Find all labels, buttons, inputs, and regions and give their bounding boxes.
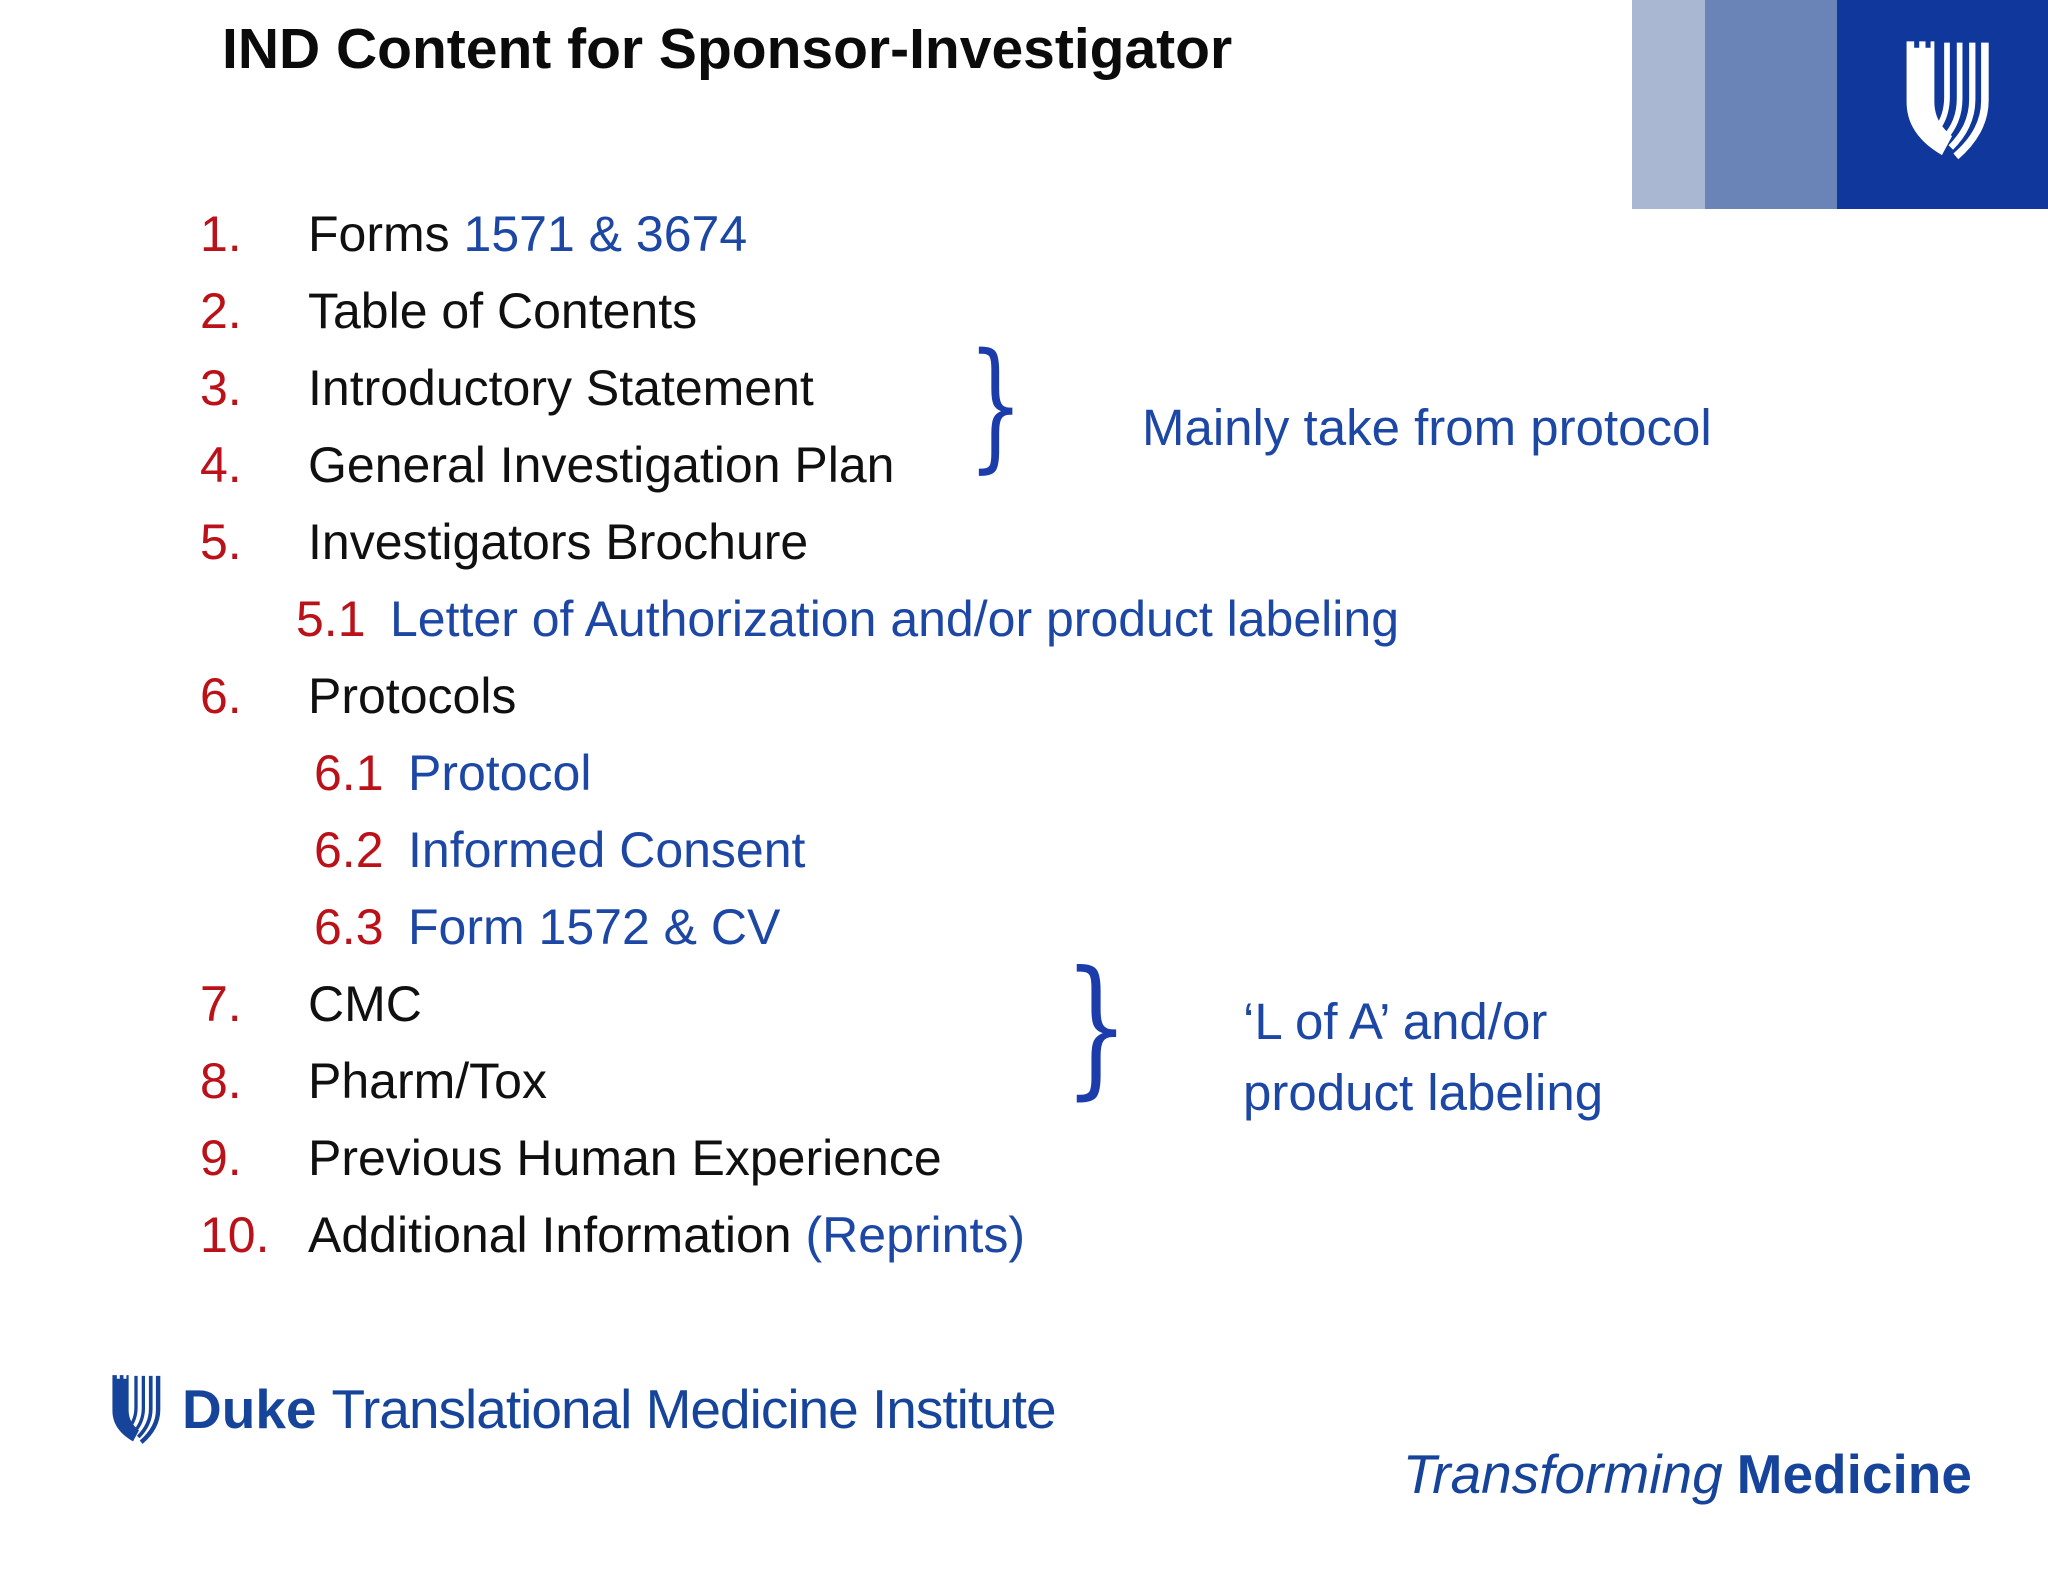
list-item-number: 2. xyxy=(200,282,242,339)
list-item-number: 6.1 xyxy=(314,744,384,801)
list-item-text-highlight: Protocol xyxy=(408,744,592,801)
list-item-text-plain: General Investigation Plan xyxy=(308,436,895,493)
list-item-text-highlight: Form 1572 & CV xyxy=(408,898,781,955)
list-item: 2. Table of Contents xyxy=(0,272,2048,349)
list-item-text-plain: Additional Information xyxy=(308,1206,806,1263)
list-item-text-plain: Table of Contents xyxy=(308,282,698,339)
footer-tagline-transforming: Transforming xyxy=(1402,1443,1723,1505)
annotation-l-of-a-line1: ‘L of A’ and/or xyxy=(1243,993,1548,1050)
list-item-text: Additional Information (Reprints) xyxy=(308,1206,1025,1264)
list-item-number: 6.3 xyxy=(314,898,384,955)
list-item-text: Protocol xyxy=(408,744,591,802)
list-item-text: Table of Contents xyxy=(308,282,697,340)
footer-institute-logo: Duke Translational Medicine Institute xyxy=(108,1366,1057,1452)
list-item-text: Investigators Brochure xyxy=(308,513,808,571)
list-item-text: Pharm/Tox xyxy=(308,1052,547,1110)
list-item-text-plain: Previous Human Experience xyxy=(308,1129,942,1186)
annotation-mainly-from-protocol: Mainly take from protocol xyxy=(1142,399,1712,456)
list-item-text: Introductory Statement xyxy=(308,359,814,417)
list-item: 5. Investigators Brochure xyxy=(0,503,2048,580)
duke-shield-icon xyxy=(1906,41,1989,160)
list-item-number: 4. xyxy=(200,436,242,493)
logo-bar-light xyxy=(1632,0,1705,209)
footer-tagline-medicine: Medicine xyxy=(1736,1443,1972,1505)
list-item-text-plain: Introductory Statement xyxy=(308,359,814,416)
list-item-text-plain: Investigators Brochure xyxy=(308,513,809,570)
ind-content-list: 1. Forms 1571 & 3674 2. Table of Contents 3.… xyxy=(0,195,2048,1273)
list-item-number: 5. xyxy=(200,513,242,570)
list-item-number: 5.1 xyxy=(296,590,366,647)
annotation-l-of-a-line2: product labeling xyxy=(1243,1064,1604,1121)
list-item: 5.1 Letter of Authorization and/or produc… xyxy=(0,580,2048,657)
list-item-number: 6.2 xyxy=(314,821,384,878)
list-item-text-plain: Protocols xyxy=(308,667,517,724)
list-item: 6.3 Form 1572 & CV xyxy=(0,888,2048,965)
list-item-number: 9. xyxy=(200,1129,242,1186)
list-item-text-plain: CMC xyxy=(308,975,422,1032)
list-item-text-highlight: (Reprints) xyxy=(805,1206,1025,1263)
brace-items-7-8: } xyxy=(1064,940,1129,1114)
list-item-number: 10. xyxy=(200,1206,270,1263)
list-item-text-plain: Pharm/Tox xyxy=(308,1052,547,1109)
list-item-number: 3. xyxy=(200,359,242,416)
list-item: 4. General Investigation Plan xyxy=(0,426,2048,503)
list-item-text-highlight: Letter of Authorization and/or product l… xyxy=(390,590,1400,647)
list-item: 9. Previous Human Experience xyxy=(0,1119,2048,1196)
list-item-text: Letter of Authorization and/or product l… xyxy=(390,590,1399,648)
list-item-text: Form 1572 & CV xyxy=(408,898,780,956)
duke-shield-icon xyxy=(112,1375,161,1444)
list-item-text: General Investigation Plan xyxy=(308,436,894,494)
duke-logo-banner xyxy=(1632,0,2048,209)
list-item: 6.2 Informed Consent xyxy=(0,811,2048,888)
list-item-text: Informed Consent xyxy=(408,821,805,879)
list-item-text: Protocols xyxy=(308,667,516,725)
logo-bar-dark xyxy=(1837,0,2048,209)
list-item: 1. Forms 1571 & 3674 xyxy=(0,195,2048,272)
list-item-text-highlight: 1571 & 3674 xyxy=(463,205,748,262)
list-item-text-highlight: Informed Consent xyxy=(408,821,806,878)
list-item: 7. CMC xyxy=(0,965,2048,1042)
list-item-number: 7. xyxy=(200,975,242,1032)
list-item-text: Forms 1571 & 3674 xyxy=(308,205,747,263)
list-item-text: Previous Human Experience xyxy=(308,1129,942,1187)
brace-items-3-4: } xyxy=(968,324,1024,487)
list-item-number: 1. xyxy=(200,205,242,262)
slide: IND Content for Sponsor-Investigator 1. F… xyxy=(0,0,2048,1505)
list-item: 3. Introductory Statement xyxy=(0,349,2048,426)
list-item: 10. Additional Information (Reprints) xyxy=(0,1196,2048,1273)
footer-institute-name: Translational Medicine Institute xyxy=(331,1378,1057,1440)
list-item-number: 8. xyxy=(200,1052,242,1109)
list-item-text: CMC xyxy=(308,975,422,1033)
list-item: 6.1 Protocol xyxy=(0,734,2048,811)
list-item-number: 6. xyxy=(200,667,242,724)
list-item: 8. Pharm/Tox xyxy=(0,1042,2048,1119)
list-item-text-plain: Forms xyxy=(308,205,464,262)
list-item: 6. Protocols xyxy=(0,657,2048,734)
slide-title: IND Content for Sponsor-Investigator xyxy=(222,17,1233,81)
footer-duke-wordmark: Duke xyxy=(182,1378,317,1440)
logo-bar-medium xyxy=(1705,0,1837,209)
annotation-l-of-a: ‘L of A’ and/or product labeling xyxy=(1243,986,1603,1128)
